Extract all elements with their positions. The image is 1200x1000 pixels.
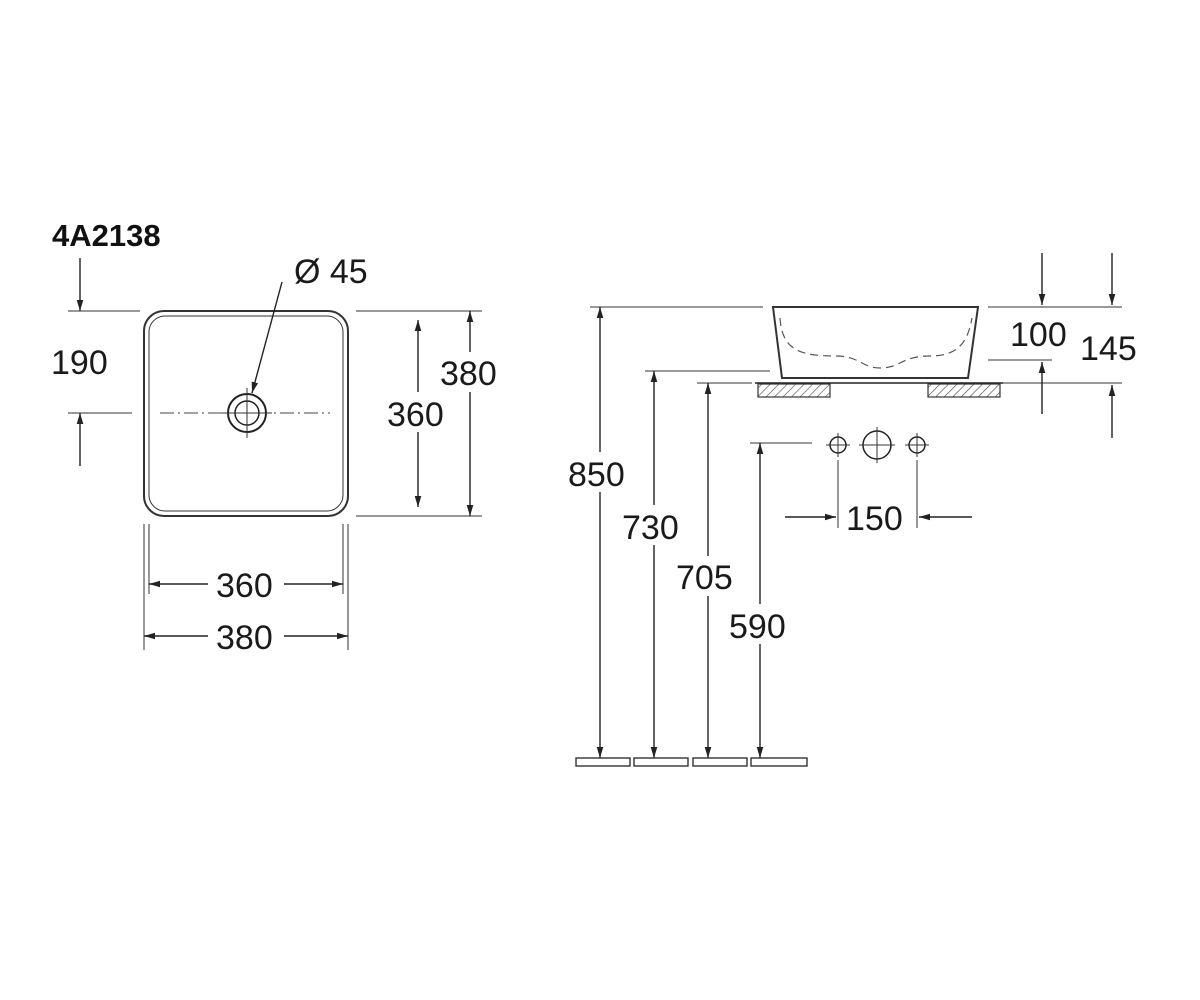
countertop-left-section <box>757 383 831 398</box>
offset-190-label: 190 <box>51 344 108 382</box>
drain-leader <box>251 281 283 394</box>
total-height-label: 145 <box>1080 330 1137 368</box>
drain-symbol <box>222 388 272 438</box>
outer-width-label: 380 <box>216 619 273 657</box>
rim-height-label: 850 <box>568 456 625 494</box>
floor-plate-4 <box>750 757 808 767</box>
plan-view: Ø 45 190 360 380 360 380 <box>51 253 504 657</box>
bowl-inner-dashed <box>779 317 973 369</box>
tap-height-label: 590 <box>729 608 786 646</box>
tap-spacing-label: 150 <box>846 500 903 538</box>
floor-plate-1 <box>575 757 631 767</box>
tap-connection-left <box>826 433 850 457</box>
countertop-right-section <box>927 383 1001 398</box>
tap-connection-right <box>905 433 929 457</box>
side-view: 100 145 850 730 705 590 <box>566 253 1137 767</box>
drain-diameter-label: Ø 45 <box>294 253 368 291</box>
floor-plate-2 <box>633 757 689 767</box>
counter-underside-label: 705 <box>676 559 733 597</box>
inner-height-label: 360 <box>387 396 444 434</box>
tap-connection-centre <box>859 427 895 463</box>
outer-height-label: 380 <box>440 355 497 393</box>
counter-height-label: 730 <box>622 509 679 547</box>
bowl-height-label: 100 <box>1010 316 1067 354</box>
bowl-profile <box>771 306 980 379</box>
basin-inner-outline <box>148 315 344 512</box>
model-code: 4A2138 <box>52 218 161 253</box>
inner-width-label: 360 <box>216 567 273 605</box>
floor-plate-3 <box>692 757 748 767</box>
